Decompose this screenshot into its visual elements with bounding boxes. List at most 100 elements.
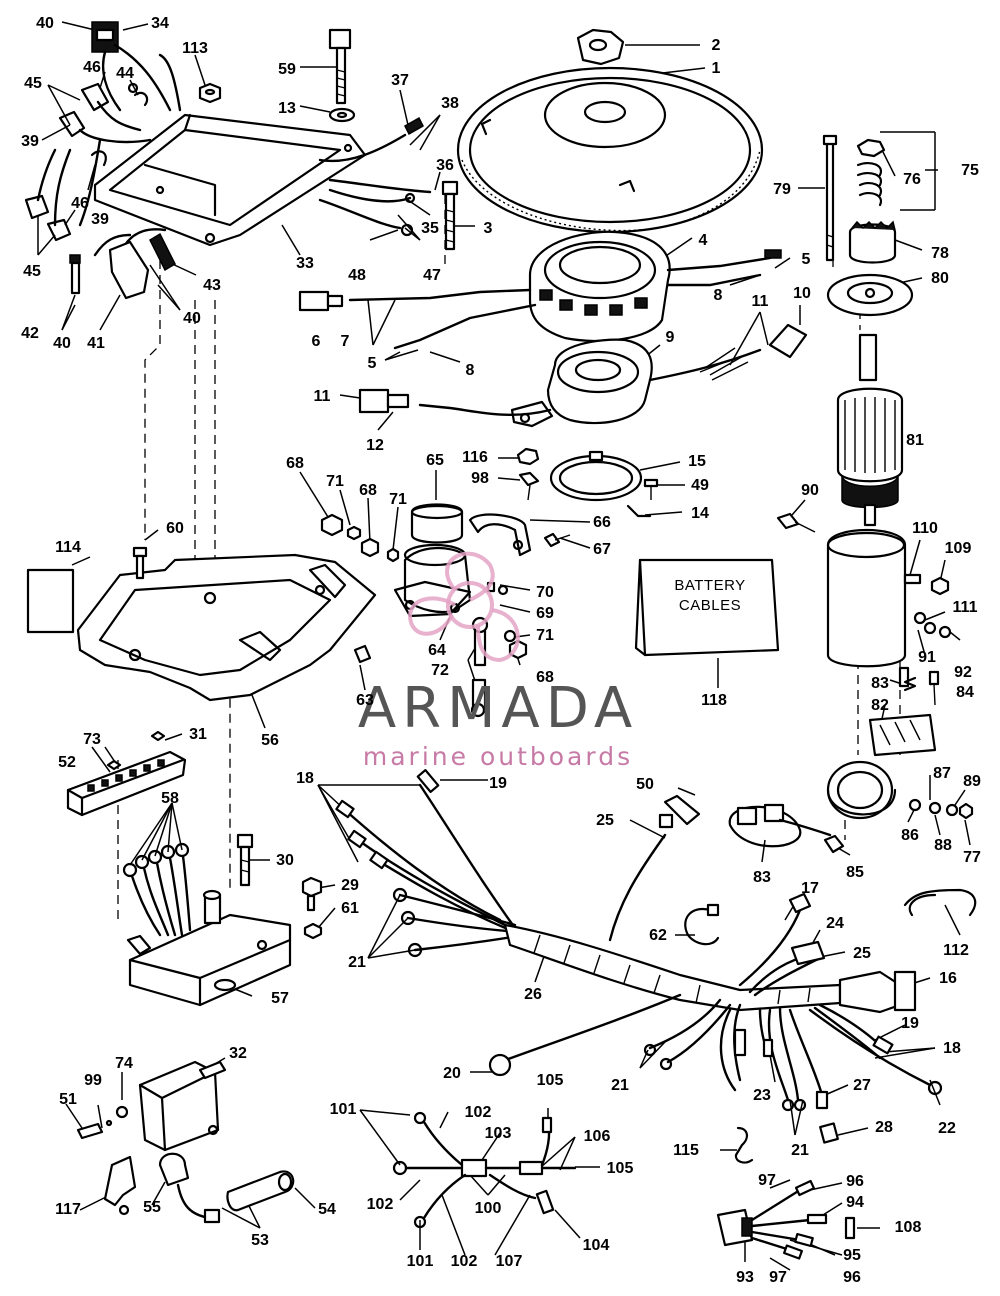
callout-76: 76 [903, 171, 921, 188]
callout-63: 63 [356, 692, 374, 709]
callout-102: 102 [451, 1253, 478, 1270]
stator [298, 230, 782, 350]
callout-6: 6 [312, 333, 321, 350]
timer-base-coil [358, 323, 808, 428]
power-pack [93, 113, 432, 247]
connector-group-left [69, 228, 176, 300]
callout-25: 25 [596, 812, 614, 829]
callout-42: 42 [21, 325, 39, 342]
callout-88: 88 [934, 837, 952, 854]
callout-59: 59 [278, 61, 296, 78]
callout-20: 20 [443, 1065, 461, 1082]
armada-watermark: ARMADA marine outboards [358, 551, 633, 771]
propeller-icon [407, 551, 520, 663]
callout-69: 69 [536, 605, 554, 622]
callout-1: 1 [712, 60, 721, 77]
callout-36: 36 [436, 157, 454, 174]
callout-97: 97 [769, 1269, 787, 1286]
callout-29: 29 [341, 877, 359, 894]
callout-106: 106 [584, 1128, 611, 1145]
callout-3: 3 [484, 220, 493, 237]
wiring-connector-block [716, 1179, 856, 1260]
callout-83: 83 [753, 869, 771, 886]
callout-109: 109 [945, 540, 972, 557]
callout-24: 24 [826, 915, 844, 932]
flywheel [456, 28, 764, 234]
callout-11: 11 [314, 388, 331, 405]
callout-35: 35 [421, 220, 439, 237]
callout-68: 68 [359, 482, 377, 499]
callout-102: 102 [367, 1196, 394, 1213]
callout-5: 5 [368, 355, 377, 372]
callout-23: 23 [753, 1087, 771, 1104]
callout-28: 28 [875, 1119, 893, 1136]
callout-74: 74 [115, 1055, 133, 1072]
callout-103: 103 [485, 1125, 512, 1142]
starter-solenoid-bracket [410, 503, 571, 557]
brand-tagline: marine outboards [363, 742, 633, 771]
retaining-ring [549, 450, 659, 518]
callout-4: 4 [699, 232, 708, 249]
rectifier-screws [236, 833, 323, 940]
callout-116: 116 [462, 449, 488, 466]
timer-screw [516, 447, 540, 501]
callout-81: 81 [906, 432, 924, 449]
callout-47: 47 [423, 267, 441, 284]
callout-71: 71 [326, 473, 344, 490]
callout-67: 67 [593, 541, 611, 558]
callout-68: 68 [286, 455, 304, 472]
callout-92: 92 [954, 664, 972, 681]
callout-97: 97 [758, 1172, 776, 1189]
callout-31: 31 [189, 726, 207, 743]
callout-18: 18 [296, 770, 314, 787]
harness-clip [903, 888, 977, 917]
callout-10: 10 [793, 285, 811, 302]
callout-118: 118 [701, 692, 727, 709]
callout-11: 11 [752, 293, 769, 310]
callout-48: 48 [348, 267, 366, 284]
bolt-and-washer [198, 28, 356, 123]
callout-8: 8 [466, 362, 475, 379]
callout-26: 26 [524, 986, 542, 1003]
callout-65: 65 [426, 452, 444, 469]
callout-52: 52 [58, 754, 76, 771]
callout-112: 112 [943, 942, 969, 959]
callout-62: 62 [649, 927, 667, 944]
callout-73: 73 [83, 731, 101, 748]
callout-66: 66 [593, 514, 611, 531]
callout-77: 77 [963, 849, 981, 866]
callout-105: 105 [537, 1072, 564, 1089]
callout-27: 27 [853, 1077, 871, 1094]
callout-110: 110 [912, 520, 938, 537]
callout-21: 21 [791, 1142, 809, 1159]
callout-40: 40 [53, 335, 71, 352]
battery-box-line1: BATTERY [674, 577, 745, 594]
callout-21: 21 [611, 1077, 629, 1094]
callout-21: 21 [348, 954, 366, 971]
callout-56: 56 [261, 732, 279, 749]
callout-71: 71 [389, 491, 407, 508]
callout-40: 40 [36, 15, 54, 32]
temperature-switch [608, 794, 701, 942]
callout-60: 60 [166, 520, 184, 537]
callout-113: 113 [182, 40, 208, 57]
callout-99: 99 [84, 1072, 102, 1089]
callout-70: 70 [536, 584, 554, 601]
callout-39: 39 [21, 133, 39, 150]
callout-86: 86 [901, 827, 919, 844]
callout-90: 90 [801, 482, 819, 499]
callout-19: 19 [489, 775, 507, 792]
callout-64: 64 [428, 642, 446, 659]
callout-102: 102 [465, 1104, 492, 1121]
callout-79: 79 [773, 181, 791, 198]
rectifier-module [122, 842, 292, 1007]
callout-16: 16 [939, 970, 957, 987]
callout-83: 83 [871, 675, 889, 692]
callout-101: 101 [407, 1253, 434, 1270]
callout-8: 8 [714, 287, 723, 304]
callout-84: 84 [956, 684, 974, 701]
callout-51: 51 [59, 1091, 77, 1108]
callout-58: 58 [161, 790, 179, 807]
callout-75: 75 [961, 162, 979, 179]
callout-96: 96 [846, 1173, 864, 1190]
